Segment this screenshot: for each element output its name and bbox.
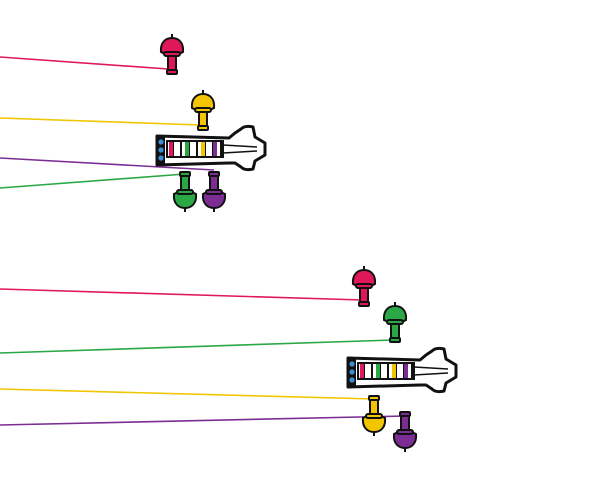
purple-tuning-peg[interactable] (392, 411, 418, 452)
headstock-top (0, 34, 267, 212)
red-string[interactable] (0, 56, 169, 70)
bead-icon (349, 361, 355, 367)
red-tuning-peg[interactable] (351, 266, 377, 307)
green-string-slot (185, 142, 189, 156)
purple-string[interactable] (0, 157, 215, 171)
headstock (346, 346, 458, 394)
purple-string[interactable] (0, 415, 405, 426)
yellow-string-slot (201, 142, 205, 156)
yellow-string[interactable] (0, 117, 201, 126)
red-tuning-peg[interactable] (159, 34, 185, 75)
bead-icon (158, 139, 164, 145)
green-string[interactable] (0, 173, 186, 189)
headstock-bottom (0, 266, 458, 452)
bead-icon (158, 155, 164, 161)
purple-string-slot (213, 142, 217, 156)
yellow-string-slot (392, 364, 396, 378)
green-tuning-peg[interactable] (382, 302, 408, 343)
bead-icon (349, 377, 355, 383)
purple-string-slot (404, 364, 408, 378)
headstock (155, 124, 267, 172)
yellow-tuning-peg[interactable] (190, 90, 216, 131)
red-string-slot (360, 364, 364, 378)
bead-icon (158, 147, 164, 153)
yellow-string[interactable] (0, 388, 376, 400)
red-string-slot (169, 142, 173, 156)
green-tuning-peg[interactable] (172, 171, 198, 212)
green-string[interactable] (0, 339, 394, 354)
green-string-slot (376, 364, 380, 378)
red-string[interactable] (0, 288, 363, 301)
purple-tuning-peg[interactable] (201, 171, 227, 212)
bead-icon (349, 369, 355, 375)
yellow-tuning-peg[interactable] (361, 395, 387, 436)
